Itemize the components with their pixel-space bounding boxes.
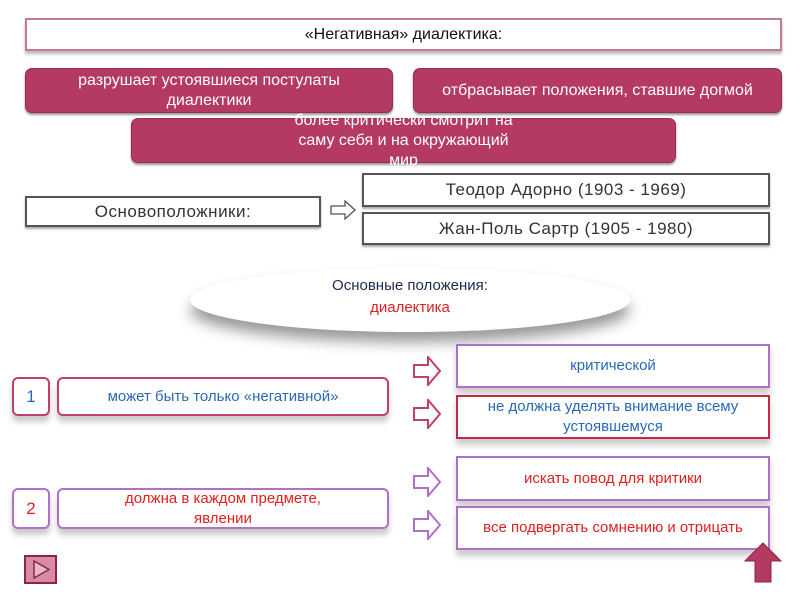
play-next-button[interactable] bbox=[24, 555, 57, 584]
feature-box: более критически смотрит на саму себя и … bbox=[131, 112, 676, 169]
arrow-right-icon bbox=[413, 399, 441, 429]
founder-name: Теодор Адорно (1903 - 1969) bbox=[362, 173, 770, 207]
founder-name: Жан-Поль Сартр (1905 - 1980) bbox=[362, 212, 770, 245]
item-number: 2 bbox=[12, 488, 50, 529]
principles-heading: Основные положения: диалектика bbox=[190, 272, 630, 322]
slide-title: «Негативная» диалектика: bbox=[25, 18, 782, 51]
result-box: не должна уделять внимание всему устоявш… bbox=[456, 395, 770, 439]
arrow-right-icon bbox=[413, 467, 441, 497]
result-box: критической bbox=[456, 344, 770, 388]
arrow-right-icon bbox=[330, 200, 356, 220]
arrow-right-icon bbox=[413, 356, 441, 386]
heading-ellipse bbox=[190, 268, 630, 332]
principles-heading-text: Основные положения: bbox=[332, 277, 488, 294]
item-number: 1 bbox=[12, 377, 50, 416]
result-box: искать повод для критики bbox=[456, 456, 770, 501]
feature-box: отбрасывает положения, ставшие догмой bbox=[413, 68, 782, 113]
arrow-right-icon bbox=[413, 510, 441, 540]
item-text: должна в каждом предмете, явлении bbox=[57, 488, 389, 529]
principles-subject: диалектика bbox=[370, 299, 450, 316]
feature-box: разрушает устоявшиеся постулаты диалекти… bbox=[25, 68, 393, 113]
home-up-arrow-button[interactable] bbox=[744, 542, 782, 583]
founders-label: Основоположники: bbox=[25, 196, 321, 227]
result-box: все подвергать сомнению и отрицать bbox=[456, 506, 770, 550]
item-text: может быть только «негативной» bbox=[57, 377, 389, 416]
